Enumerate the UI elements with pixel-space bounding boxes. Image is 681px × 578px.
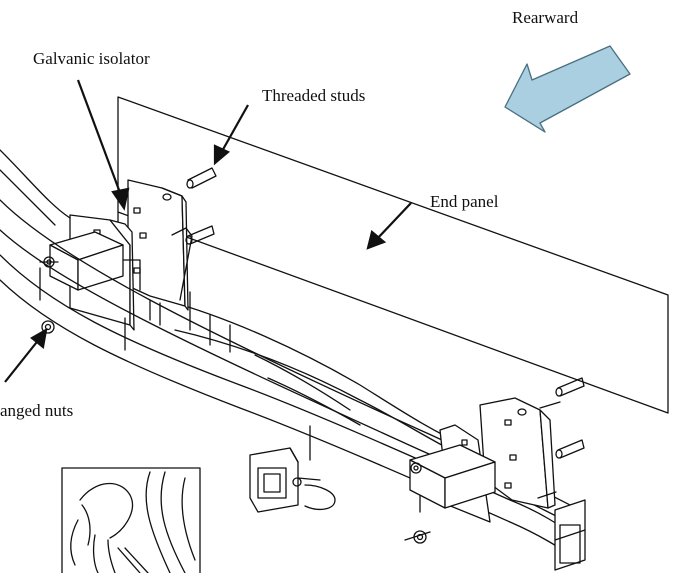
flanged-nuts-arrowhead: [30, 327, 48, 350]
label-flanged-nuts: anged nuts: [0, 401, 74, 420]
cross-member: [164, 291, 471, 461]
label-threaded-studs: Threaded studs: [262, 86, 366, 105]
threaded-studs-leader: [220, 104, 249, 154]
end-panel-shape: [117, 96, 669, 414]
hand-inset-illustration: [61, 467, 201, 574]
frame-end-box: [554, 499, 586, 571]
threaded-studs: [185, 167, 585, 499]
label-rearward: Rearward: [512, 8, 579, 27]
end-panel-arrowhead: [366, 230, 387, 250]
flanged-nuts: [39, 256, 431, 544]
galvanic-isolator-arrowhead: [111, 187, 130, 211]
label-galvanic-isolator: Galvanic isolator: [33, 49, 150, 68]
hitch-receiver: [249, 447, 336, 513]
label-end-panel: End panel: [430, 192, 499, 211]
threaded-studs-arrowhead: [213, 144, 231, 166]
flanged-nuts-leader: [4, 337, 41, 383]
galvanic-isolator-leader: [76, 79, 124, 199]
end-panel-leader: [375, 202, 412, 241]
rearward-arrow-icon: [504, 45, 631, 133]
leader-lines: [4, 79, 412, 383]
